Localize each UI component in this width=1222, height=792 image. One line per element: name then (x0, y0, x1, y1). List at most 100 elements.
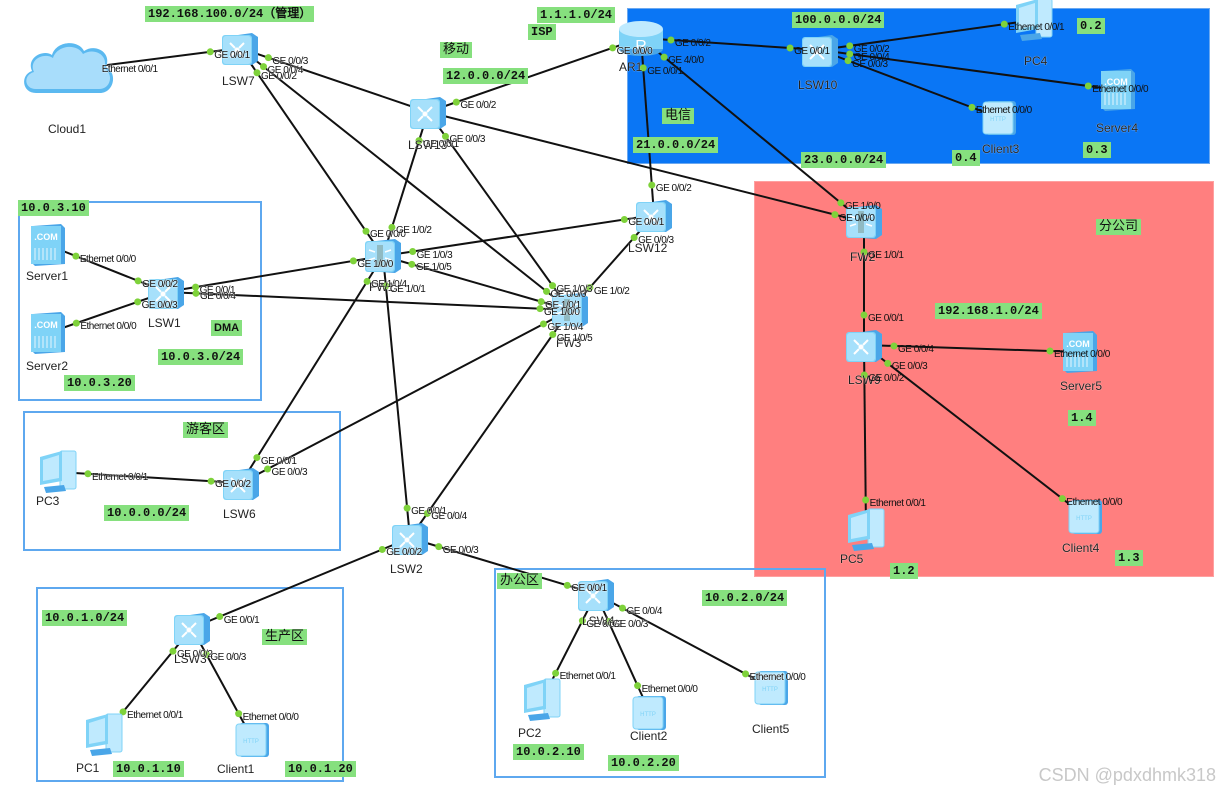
node-label-lsw2: LSW2 (390, 562, 423, 576)
node-label-server4: Server4 (1096, 121, 1139, 135)
port-label: GE 4/0/0 (668, 55, 704, 67)
port-label: GE 0/0/1 (223, 614, 260, 626)
port-label: GE 0/0/1 (647, 65, 683, 77)
port-label: Ethernet 0/0/1 (869, 498, 926, 509)
link-fw1-lsw1 (165, 255, 384, 293)
port-label: GE 1/0/0 (544, 306, 580, 318)
svg-text:R: R (635, 38, 647, 55)
port-label: GE 1/0/3 (556, 283, 593, 295)
tag-telecom-lan: 100.0.0.0/24 (792, 12, 885, 28)
svg-text:HTTP: HTTP (990, 117, 1006, 123)
port-label: GE 0/0/1 (260, 455, 297, 467)
port-label: GE 0/0/4 (431, 511, 467, 523)
port-label: GE 1/0/1 (389, 283, 426, 295)
port-label: Ethernet 0/0/0 (641, 683, 698, 695)
node-label-lsw9: LSW9 (848, 373, 881, 387)
port-label: Ethernet 0/0/1 (101, 64, 158, 76)
tag-client3-ip: 0.4 (952, 150, 980, 166)
port-dot (378, 545, 386, 553)
link-lsw10-server4 (819, 49, 1119, 91)
link-lsw7-fw1 (239, 47, 384, 257)
tag-office-net: 10.0.2.0/24 (702, 590, 788, 606)
node-label-lsw3: LSW3 (174, 652, 207, 666)
port-label: GE 1/0/4 (547, 321, 583, 333)
tag-isp: ISP (528, 24, 556, 40)
port-dot (452, 98, 460, 106)
port-dot (860, 371, 868, 379)
tag-mgmt-net: 192.168.100.0/24（管理） (145, 6, 315, 22)
port-dot (846, 42, 854, 50)
port-dot (206, 48, 214, 56)
link-fw1-lsw2 (382, 255, 411, 539)
link-lsw9-client4 (863, 344, 1087, 518)
port-label: GE 0/0/4 (853, 51, 890, 63)
port-dot (639, 64, 647, 72)
port-dot (235, 710, 243, 718)
port-dot (786, 44, 794, 52)
port-dot (742, 670, 750, 678)
port-dot (630, 233, 638, 241)
port-label: Ethernet 0/0/0 (79, 254, 136, 266)
port-label: GE 0/0/4 (626, 606, 662, 618)
link-lsw1-fw3 (165, 291, 571, 311)
tag-office: 办公区 (497, 573, 543, 589)
link-lsw7-fw3 (239, 47, 571, 311)
port-dot (667, 36, 675, 44)
port-dot (134, 277, 142, 285)
node-label-server5: Server5 (1060, 379, 1103, 393)
node-label-fw2: FW2 (850, 250, 876, 264)
port-label: Ethernet 0/0/0 (975, 105, 1032, 117)
port-dot (169, 647, 177, 655)
port-label: GE 0/0/1 (628, 217, 664, 229)
link-fw3-lsw2 (409, 309, 571, 539)
node-label-lsw12: LSW12 (628, 241, 668, 255)
port-label: GE 1/0/2 (395, 225, 432, 237)
link-lsw4-client2 (595, 593, 651, 714)
zone-branch (754, 181, 1214, 577)
port-dot (1084, 82, 1092, 90)
port-label: GE 0/0/0 (550, 289, 587, 301)
port-label: Ethernet 0/0/0 (1066, 496, 1123, 508)
port-label: GE 0/0/2 (853, 43, 890, 55)
node-label-lsw1: LSW1 (148, 316, 181, 330)
port-label: Ethernet 0/0/0 (242, 711, 299, 723)
port-label: GE 0/0/1 (411, 506, 447, 518)
port-dot (435, 543, 443, 551)
watermark: CSDN @pdxdhmk318 (1038, 765, 1216, 785)
node-label-server1: Server1 (26, 269, 69, 283)
port-label: GE 1/0/0 (357, 258, 393, 270)
svg-text:HTTP: HTTP (1076, 516, 1092, 522)
node-label-pc5: PC5 (840, 552, 864, 566)
port-dot (618, 604, 626, 612)
tag-telecom-net: 21.0.0.0/24 (633, 137, 719, 153)
port-dot (264, 465, 272, 473)
link-lsw1-server1 (47, 244, 167, 293)
port-label: GE 0/0/2 (386, 547, 422, 559)
port-label: GE 0/0/3 (891, 361, 928, 373)
tag-branch: 分公司 (1096, 219, 1142, 235)
tag-client2-ip: 10.0.2.20 (608, 755, 679, 771)
node-label-pc1: PC1 (76, 761, 100, 775)
port-label: GE 0/0/3 (272, 55, 308, 67)
port-label: GE 0/0/4 (267, 64, 303, 76)
port-label: GE 0/0/2 (655, 183, 692, 195)
svg-text:.COM: .COM (34, 320, 58, 330)
tag-client4-ip: 1.3 (1115, 550, 1143, 566)
tag-isp-net: 1.1.1.0/24 (537, 7, 616, 23)
link-fw3-lsw6 (240, 309, 571, 484)
node-label-client2: Client2 (630, 729, 668, 743)
port-dot (549, 282, 557, 290)
port-dot (844, 57, 852, 65)
port-dot (549, 331, 557, 339)
link-lsw1-server2 (47, 291, 167, 334)
port-label: Ethernet 0/0/1 (91, 471, 148, 483)
port-dot (349, 257, 357, 265)
tag-production: 生产区 (262, 629, 308, 645)
port-dot (119, 708, 127, 716)
port-dot (552, 669, 560, 677)
port-dot (216, 613, 224, 621)
svg-text:.COM: .COM (1104, 77, 1128, 87)
port-dot (72, 319, 80, 327)
port-dot (837, 199, 845, 207)
